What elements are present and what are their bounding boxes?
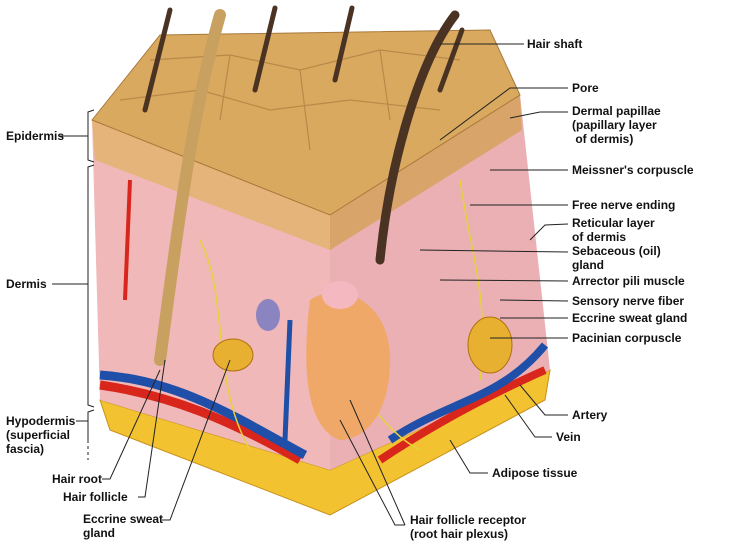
label-adipose: Adipose tissue xyxy=(492,466,578,480)
label-eccrine-left: Eccrine sweat gland xyxy=(83,512,163,540)
label-hair-root: Hair root xyxy=(52,472,103,486)
eccrine-sweat-gland xyxy=(256,299,280,331)
label-hair-follicle: Hair follicle xyxy=(63,490,128,504)
label-pacinian: Pacinian corpuscle xyxy=(572,331,682,345)
label-epidermis: Epidermis xyxy=(6,129,65,143)
label-line: Sebaceous (oil) xyxy=(572,244,661,258)
label-line: Hair follicle receptor xyxy=(410,513,527,527)
label-follicle-receptor: Hair follicle receptor (root hair plexus… xyxy=(410,513,526,541)
label-line: (root hair plexus) xyxy=(410,527,509,541)
epidermis-left xyxy=(92,120,330,250)
label-eccrine-right: Eccrine sweat gland xyxy=(572,311,688,325)
label-line: Reticular layer xyxy=(572,216,655,230)
label-line: of dermis) xyxy=(572,132,634,146)
label-pore: Pore xyxy=(572,81,599,95)
label-hair-shaft: Hair shaft xyxy=(527,37,583,51)
label-line: Eccrine sweat xyxy=(83,512,164,526)
label-line: gland xyxy=(83,526,115,540)
label-sebaceous: Sebaceous (oil) gland xyxy=(572,244,661,272)
sebaceous-gland xyxy=(322,281,358,309)
label-artery: Artery xyxy=(572,408,608,422)
pacinian-corpuscle xyxy=(467,316,513,374)
pacinian-corpuscle-left xyxy=(212,338,254,372)
label-line: of dermis xyxy=(572,230,627,244)
epidermis-right xyxy=(330,95,522,250)
label-dermis: Dermis xyxy=(6,277,47,291)
surface-texture xyxy=(119,49,461,151)
label-line: gland xyxy=(572,258,604,272)
hairs xyxy=(142,5,465,366)
artery xyxy=(99,380,303,464)
label-line: Dermal papillae xyxy=(572,104,661,118)
label-dermal-papillae: Dermal papillae (papillary layer of derm… xyxy=(572,104,661,146)
vein-right xyxy=(387,342,549,444)
artery-right xyxy=(377,366,547,464)
leader-lines xyxy=(52,43,569,526)
label-vein: Vein xyxy=(556,430,581,444)
label-meissner: Meissner's corpuscle xyxy=(572,163,694,177)
label-line: Hypodermis xyxy=(6,414,76,428)
label-reticular-layer: Reticular layer of dermis xyxy=(572,216,655,244)
label-sensory-nerve: Sensory nerve fiber xyxy=(572,294,685,308)
label-line: fascia) xyxy=(6,442,45,456)
label-free-nerve-ending: Free nerve ending xyxy=(572,198,676,212)
label-line: (superficial xyxy=(6,428,71,442)
label-arrector-pili: Arrector pili muscle xyxy=(572,274,685,288)
label-line: (papillary layer xyxy=(572,118,657,132)
label-hypodermis: Hypodermis (superficial fascia) xyxy=(6,414,75,456)
hair-follicle-bulb xyxy=(306,292,390,440)
vein xyxy=(99,370,308,459)
